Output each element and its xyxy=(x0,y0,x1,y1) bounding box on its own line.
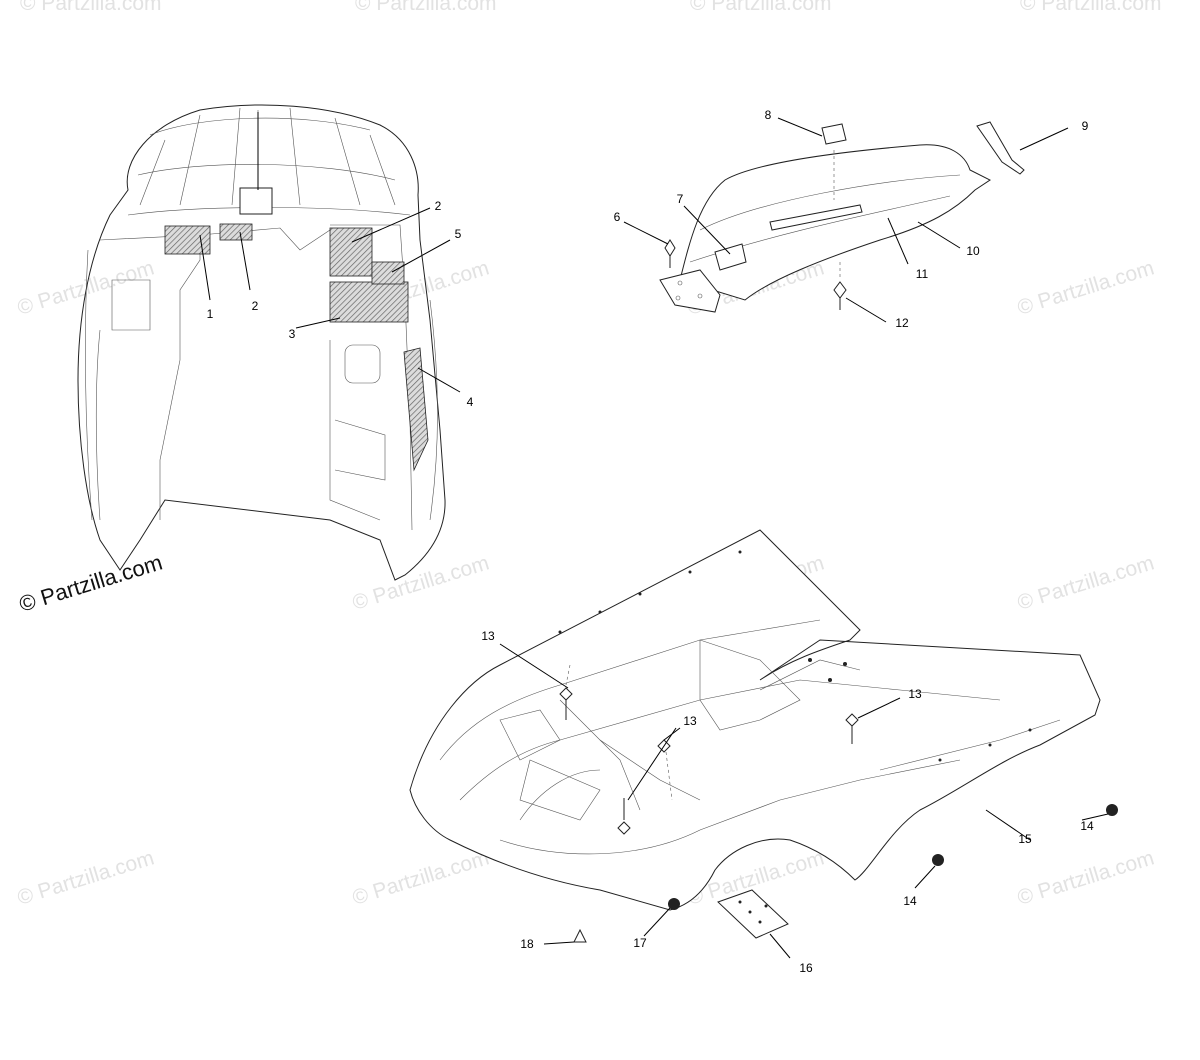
callout-number: 13 xyxy=(908,687,922,701)
callout-number: 16 xyxy=(799,961,813,975)
callout-number: 12 xyxy=(895,316,909,330)
bracket-9 xyxy=(976,121,1025,175)
callout-number: 10 xyxy=(966,244,980,258)
callout-number: 2 xyxy=(435,199,442,213)
nose-pan-assembly xyxy=(409,529,1118,959)
callout-number: 3 xyxy=(289,327,296,341)
callout-number: 1 xyxy=(207,307,214,321)
decal-2-right xyxy=(329,227,373,277)
watermark: © Partzilla.com xyxy=(1015,551,1157,614)
callout-number: 5 xyxy=(455,227,462,241)
callout-number: 18 xyxy=(520,937,534,951)
watermark: © Partzilla.com xyxy=(355,0,497,15)
decal-7 xyxy=(714,243,747,271)
decal-11 xyxy=(769,204,863,231)
fastener-13 xyxy=(657,739,673,801)
callout-number: 13 xyxy=(481,629,495,643)
belt-guard-assembly xyxy=(623,117,1069,323)
watermark-main: © Partzilla.com xyxy=(16,550,165,617)
hood-inner-view xyxy=(77,104,461,581)
watermark: © Partzilla.com xyxy=(1015,256,1157,319)
fastener-13 xyxy=(617,798,631,835)
callout-number: 17 xyxy=(633,936,647,950)
plug-14 xyxy=(932,854,944,866)
plate-16 xyxy=(717,889,789,939)
callout-number: 13 xyxy=(683,714,697,728)
fastener-13 xyxy=(559,664,573,720)
plug-17 xyxy=(668,898,680,910)
watermark: © Partzilla.com xyxy=(20,0,162,15)
decal-2-left xyxy=(219,223,253,241)
callout-number: 15 xyxy=(1018,832,1032,846)
plug-14 xyxy=(1106,804,1118,816)
callout-number: 9 xyxy=(1082,119,1089,133)
callout-labels: 1 2 2 3 4 5 6 7 8 9 10 11 12 13 13 13 14… xyxy=(207,108,1094,975)
decal-5 xyxy=(371,261,405,285)
decal-3 xyxy=(329,281,409,323)
callout-number: 14 xyxy=(903,894,917,908)
watermark: © Partzilla.com xyxy=(15,846,157,909)
mount-plate xyxy=(659,269,721,313)
clip-8 xyxy=(821,123,847,145)
watermark: © Partzilla.com xyxy=(1020,0,1162,15)
watermark: © Partzilla.com xyxy=(1015,846,1157,909)
callout-number: 2 xyxy=(252,299,259,313)
callout-number: 4 xyxy=(467,395,474,409)
decal-1 xyxy=(164,225,211,255)
decal-4 xyxy=(403,347,429,472)
watermark: © Partzilla.com xyxy=(690,0,832,15)
callout-number: 11 xyxy=(916,267,929,281)
callout-number: 6 xyxy=(614,210,621,224)
fastener-13 xyxy=(845,713,859,744)
watermark: © Partzilla.com xyxy=(350,846,492,909)
callout-number: 7 xyxy=(677,192,684,206)
callout-number: 8 xyxy=(765,108,772,122)
cap-18 xyxy=(573,928,587,943)
callout-number: 14 xyxy=(1080,819,1094,833)
